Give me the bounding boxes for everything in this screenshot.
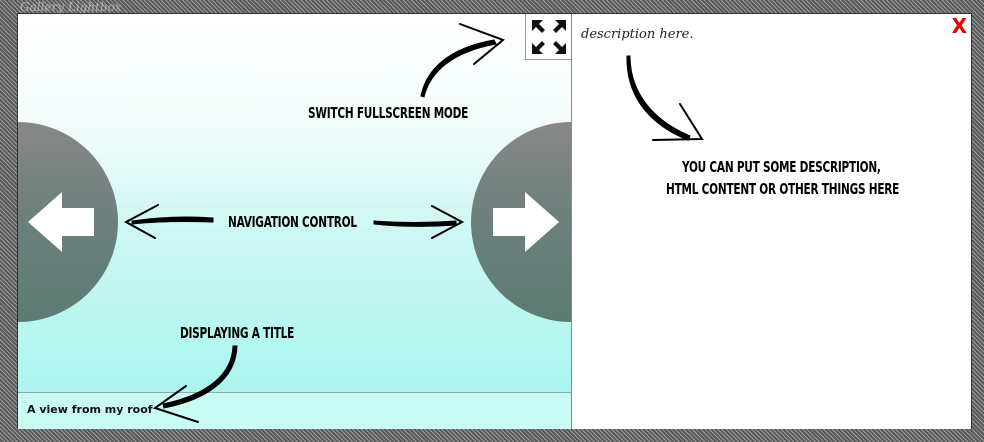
annotation-fullscreen: SWITCH FULLSCREEN MODE [308, 104, 469, 122]
close-button[interactable]: X [951, 14, 967, 38]
background-page-title: Gallery Lightbox [20, 0, 122, 14]
image-caption: A view from my roof [27, 403, 153, 416]
arrow-left-icon [28, 192, 94, 252]
description-panel: description here. X [572, 14, 971, 429]
annotation-description-line1: YOU CAN PUT SOME DESCRIPTION, [682, 158, 881, 176]
image-viewer [18, 14, 571, 392]
lightbox-modal: A view from my roof description here. X [17, 13, 972, 429]
caption-bar: A view from my roof [18, 392, 571, 429]
annotation-title: DISPLAYING A TITLE [180, 324, 295, 342]
arrow-right-icon [493, 192, 559, 252]
description-text: description here. [581, 27, 694, 42]
previous-button[interactable] [18, 122, 118, 322]
annotation-navigation: NAVIGATION CONTROL [228, 213, 357, 231]
fullscreen-button[interactable] [525, 14, 571, 60]
fullscreen-icon [532, 20, 566, 54]
panel-divider [571, 14, 572, 429]
next-button[interactable] [471, 122, 571, 322]
annotation-description-line2: HTML CONTENT OR OTHER THINGS HERE [666, 180, 900, 198]
